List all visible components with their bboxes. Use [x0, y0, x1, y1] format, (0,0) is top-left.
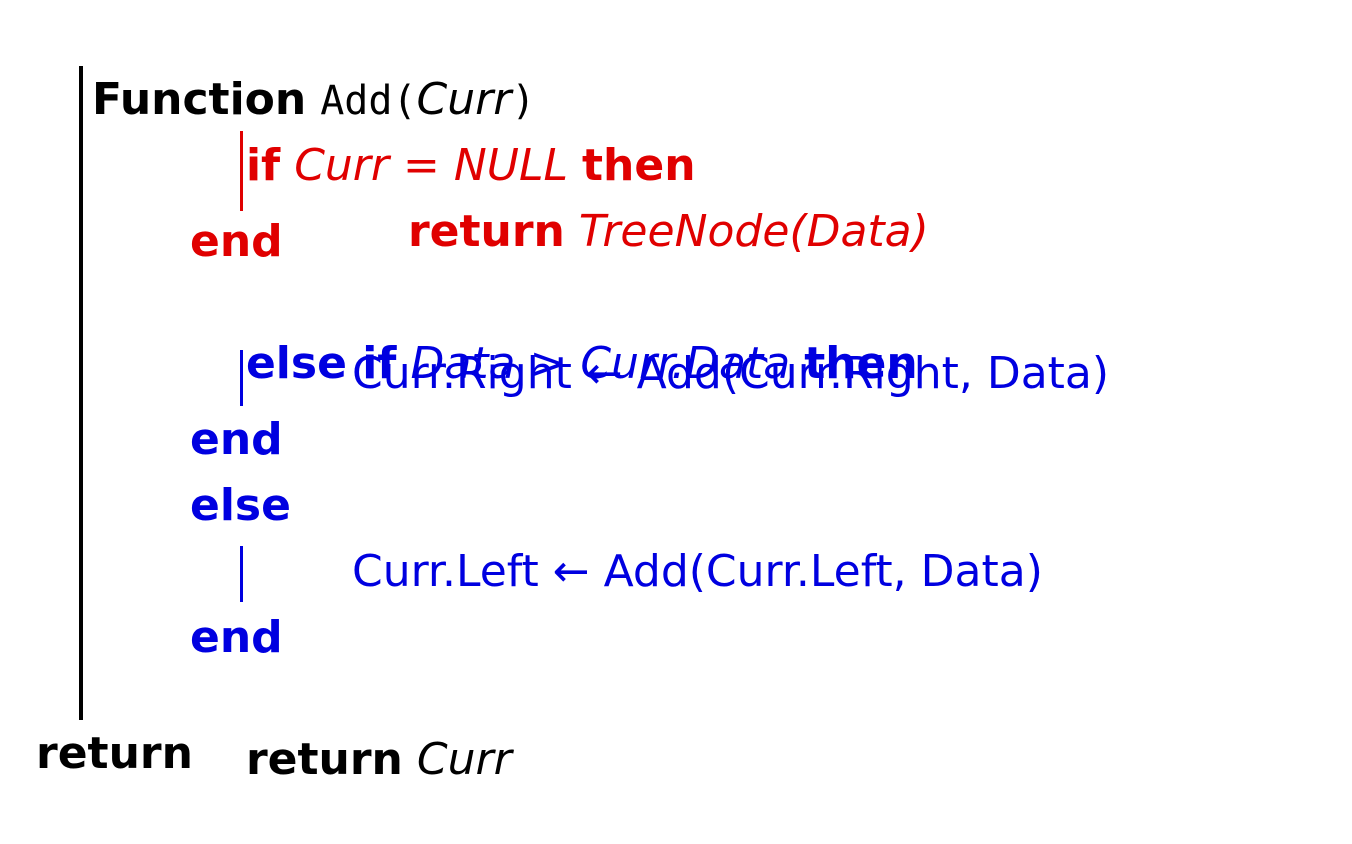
elseif-body-line: Curr.Right ← Add(Curr.Right, Data) [352, 348, 1110, 399]
function-name: Add( [320, 78, 417, 124]
if-cond-a: Curr [294, 140, 389, 191]
elseif-body-bar [240, 350, 243, 406]
function-end-return: return [36, 728, 193, 779]
return-value: Curr [416, 734, 512, 785]
function-keyword: Function [91, 74, 307, 125]
function-header: Function Add(Curr) [36, 16, 535, 125]
elseif-cond-b: Curr.Data [580, 338, 791, 389]
if-operator: = [402, 140, 440, 191]
if-line: if Curr = NULL then [190, 82, 696, 191]
if-body-bar [240, 131, 243, 211]
return-keyword: return [245, 734, 403, 785]
function-body-bar [79, 66, 83, 720]
elseif-operator: > [529, 338, 567, 389]
return-keyword: return [407, 206, 565, 257]
elseif-end: end [190, 414, 283, 465]
final-return-line: return Curr [190, 676, 512, 785]
if-return-line: return TreeNode(Data) [352, 148, 929, 257]
then-keyword: then [582, 140, 696, 191]
if-keyword: if [245, 140, 281, 191]
else-body-line: Curr.Left ← Add(Curr.Left, Data) [352, 546, 1043, 597]
else-body-bar [240, 546, 243, 602]
then-keyword: then [804, 338, 918, 389]
algorithm-block: Function Add(Curr) if Curr = NULL then r… [36, 16, 1110, 785]
else-keyword: else [190, 480, 291, 531]
elseif-cond-a: Data [410, 338, 516, 389]
if-end: end [190, 216, 283, 267]
return-expression: TreeNode(Data) [578, 206, 929, 257]
else-if-keyword: else if [245, 338, 397, 389]
function-param: Curr [416, 74, 512, 125]
function-close-paren: ) [511, 78, 536, 124]
if-cond-b: NULL [453, 140, 569, 191]
else-end: end [190, 612, 283, 663]
elseif-line: else if Data > Curr.Data then [190, 280, 918, 389]
